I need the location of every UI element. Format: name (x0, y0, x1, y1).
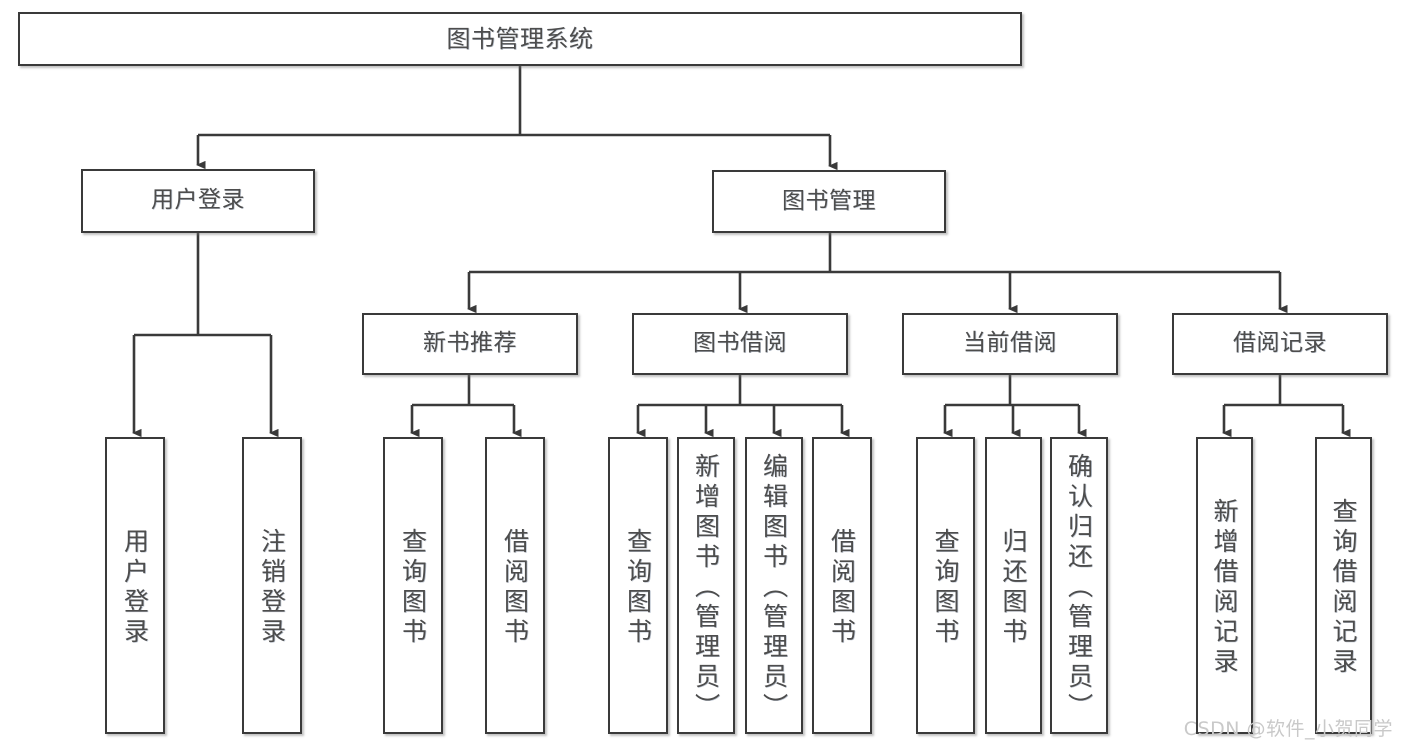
node-current-borrow-label: 当前借阅 (963, 330, 1057, 357)
node-borrow-record[interactable]: 借阅记录 (1172, 313, 1388, 375)
leaf-current-return-book-label: 归还图书 (999, 527, 1028, 648)
leaf-record-add[interactable]: 新增借阅记录 (1196, 437, 1253, 734)
node-new-book-recommend-label: 新书推荐 (423, 330, 517, 357)
leaf-borrow-borrow-book-label: 借阅图书 (827, 527, 857, 648)
leaf-borrow-edit-book-label: 编辑图书（管理员） (759, 452, 789, 723)
node-book-borrow-label: 图书借阅 (693, 330, 787, 357)
leaf-user-login-signin[interactable]: 用户登录 (105, 437, 165, 734)
leaf-user-login-signin-label: 用户登录 (120, 527, 150, 648)
leaf-new-book-borrow-label: 借阅图书 (500, 527, 530, 648)
leaf-new-book-query[interactable]: 查询图书 (383, 437, 443, 734)
node-root-system[interactable]: 图书管理系统 (18, 12, 1022, 66)
leaf-current-confirm-return-label: 确认归还（管理员） (1064, 452, 1094, 723)
leaf-current-query-book-label: 查询图书 (931, 527, 960, 648)
leaf-user-login-signout[interactable]: 注销登录 (242, 437, 302, 734)
leaf-current-query-book[interactable]: 查询图书 (916, 437, 975, 734)
node-user-login[interactable]: 用户登录 (81, 169, 315, 233)
node-current-borrow[interactable]: 当前借阅 (902, 313, 1118, 375)
leaf-current-return-book[interactable]: 归还图书 (985, 437, 1042, 734)
leaf-borrow-add-book[interactable]: 新增图书（管理员） (677, 437, 735, 734)
leaf-borrow-borrow-book[interactable]: 借阅图书 (812, 437, 872, 734)
node-new-book-recommend[interactable]: 新书推荐 (362, 313, 578, 375)
node-book-borrow[interactable]: 图书借阅 (632, 313, 848, 375)
node-borrow-record-label: 借阅记录 (1233, 330, 1327, 357)
leaf-new-book-borrow[interactable]: 借阅图书 (485, 437, 545, 734)
leaf-user-login-signout-label: 注销登录 (257, 527, 287, 648)
leaf-new-book-query-label: 查询图书 (398, 527, 428, 648)
leaf-borrow-edit-book[interactable]: 编辑图书（管理员） (745, 437, 803, 734)
node-user-login-label: 用户登录 (151, 187, 245, 214)
leaf-record-query-label: 查询借阅记录 (1329, 497, 1358, 678)
node-book-management-label: 图书管理 (782, 187, 876, 214)
leaf-borrow-query-book[interactable]: 查询图书 (608, 437, 668, 734)
leaf-borrow-add-book-label: 新增图书（管理员） (691, 452, 721, 723)
leaf-borrow-query-book-label: 查询图书 (623, 527, 653, 648)
node-root-system-label: 图书管理系统 (446, 24, 594, 53)
leaf-current-confirm-return[interactable]: 确认归还（管理员） (1050, 437, 1108, 734)
node-book-management[interactable]: 图书管理 (712, 170, 946, 233)
csdn-watermark: CSDN @软件_小贺同学 (1183, 718, 1393, 740)
leaf-record-query[interactable]: 查询借阅记录 (1315, 437, 1372, 734)
leaf-record-add-label: 新增借阅记录 (1210, 497, 1239, 678)
